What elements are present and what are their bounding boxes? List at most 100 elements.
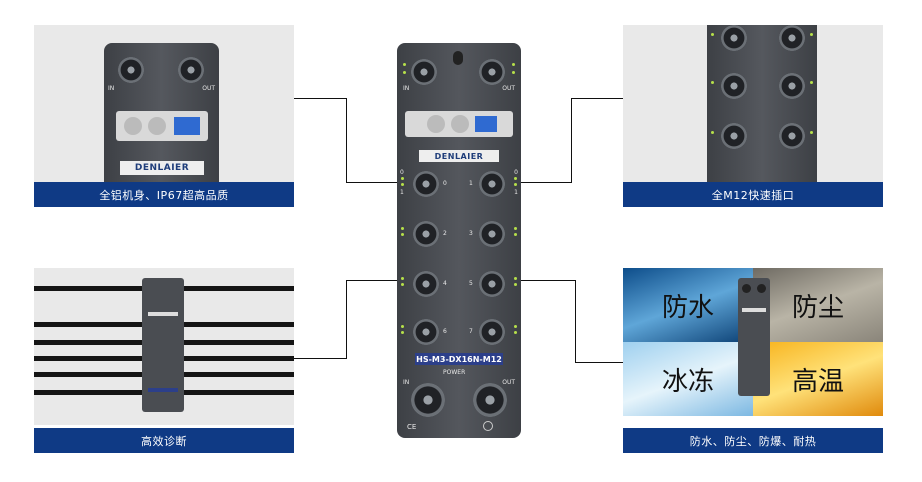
port-7-icon: [479, 319, 505, 345]
status-led: [401, 283, 404, 286]
brand-plate-mini: [742, 308, 766, 312]
status-led: [514, 233, 517, 236]
status-led: [514, 277, 517, 280]
port-2-icon: [413, 221, 439, 247]
connector-line: [294, 358, 346, 359]
connector-line: [346, 98, 347, 182]
led-label: 1: [514, 189, 518, 196]
rotary-switch-icon: [148, 117, 166, 135]
port-out-icon: [479, 59, 505, 85]
status-led: [512, 63, 515, 66]
status-led: [401, 277, 404, 280]
connector-line: [575, 280, 576, 363]
port-out-icon: [178, 57, 204, 83]
led-label: 0: [514, 169, 518, 176]
status-led: [711, 33, 714, 36]
port-icon: [721, 123, 747, 149]
label-out: OUT: [202, 85, 215, 92]
caption-bottom-right: 防水、防尘、防爆、耐热: [623, 428, 883, 453]
dip-switch-block: [405, 111, 513, 137]
dip-switch-block: [116, 111, 208, 141]
quad-antifreeze: 冰冻: [623, 342, 753, 416]
label-in: IN: [403, 85, 410, 92]
status-led: [514, 183, 517, 186]
ce-mark: CE: [407, 423, 417, 431]
brand-plate: DENLAIER: [120, 161, 204, 175]
port-number: 5: [469, 280, 473, 287]
label-out: OUT: [502, 379, 515, 386]
ports-closeup: [707, 25, 817, 182]
port-icon: [721, 73, 747, 99]
status-led: [711, 81, 714, 84]
port-icon: [779, 25, 805, 51]
label-waterproof: 防水: [661, 292, 714, 323]
status-led: [401, 233, 404, 236]
status-led: [403, 71, 406, 74]
label-antifreeze: 冰冻: [661, 366, 714, 397]
status-led: [403, 63, 406, 66]
quad-waterproof: 防水: [623, 268, 753, 342]
mount-hole-icon: [453, 51, 463, 65]
port-number: 7: [469, 328, 473, 335]
port-mini-icon: [757, 284, 766, 293]
status-led: [810, 81, 813, 84]
port-number: 0: [443, 180, 447, 187]
quad-high-temp: 高温: [753, 342, 883, 416]
status-led: [810, 33, 813, 36]
port-mini-icon: [742, 284, 751, 293]
led-label: 1: [400, 189, 404, 196]
dip-switch-icon: [475, 116, 497, 132]
port-number: 2: [443, 230, 447, 237]
status-led: [514, 227, 517, 230]
brand-plate: DENLAIER: [419, 150, 499, 162]
label-in: IN: [403, 379, 410, 386]
port-number: 3: [469, 230, 473, 237]
port-number: 4: [443, 280, 447, 287]
label-dustproof: 防尘: [791, 292, 844, 323]
status-led: [514, 325, 517, 328]
quad-dustproof: 防尘: [753, 268, 883, 342]
led-label: 0: [400, 169, 404, 176]
caption-bottom-left: 高效诊断: [34, 428, 294, 453]
power-in-port-icon: [411, 383, 445, 417]
label-out: OUT: [502, 85, 515, 92]
connector-line: [346, 280, 347, 359]
port-1-icon: [479, 171, 505, 197]
port-in-icon: [118, 57, 144, 83]
housing-closeup: IN OUT DENLAIER: [104, 43, 219, 182]
status-led: [401, 331, 404, 334]
status-led: [512, 71, 515, 74]
label-high-temp: 高温: [791, 366, 844, 397]
panel-bottom-left: [34, 268, 294, 425]
connector-line: [571, 98, 572, 182]
status-led: [711, 131, 714, 134]
label-in: IN: [108, 85, 115, 92]
panel-top-left: IN OUT DENLAIER: [34, 25, 294, 182]
connector-line: [510, 280, 576, 281]
status-led: [810, 131, 813, 134]
dip-switch-icon: [174, 117, 200, 135]
ground-icon: [483, 421, 493, 431]
port-icon: [721, 25, 747, 51]
port-4-icon: [413, 271, 439, 297]
power-label: POWER: [443, 369, 466, 376]
status-led: [514, 177, 517, 180]
status-led: [401, 183, 404, 186]
rotary-switch-icon: [451, 115, 469, 133]
status-led: [514, 283, 517, 286]
model-plate-mini: [148, 388, 178, 392]
panel-bottom-right: 防水 防尘 冰冻 高温: [623, 268, 883, 416]
port-number: 6: [443, 328, 447, 335]
port-icon: [779, 73, 805, 99]
port-3-icon: [479, 221, 505, 247]
device-thumbnail: [142, 278, 184, 412]
port-6-icon: [413, 319, 439, 345]
port-number: 1: [469, 180, 473, 187]
panel-top-right: [623, 25, 883, 182]
connector-line: [346, 280, 408, 281]
rotary-switch-icon: [427, 115, 445, 133]
power-out-port-icon: [473, 383, 507, 417]
status-led: [401, 177, 404, 180]
port-in-icon: [411, 59, 437, 85]
model-plate: HS-M3-DX16N-M12: [415, 353, 503, 365]
